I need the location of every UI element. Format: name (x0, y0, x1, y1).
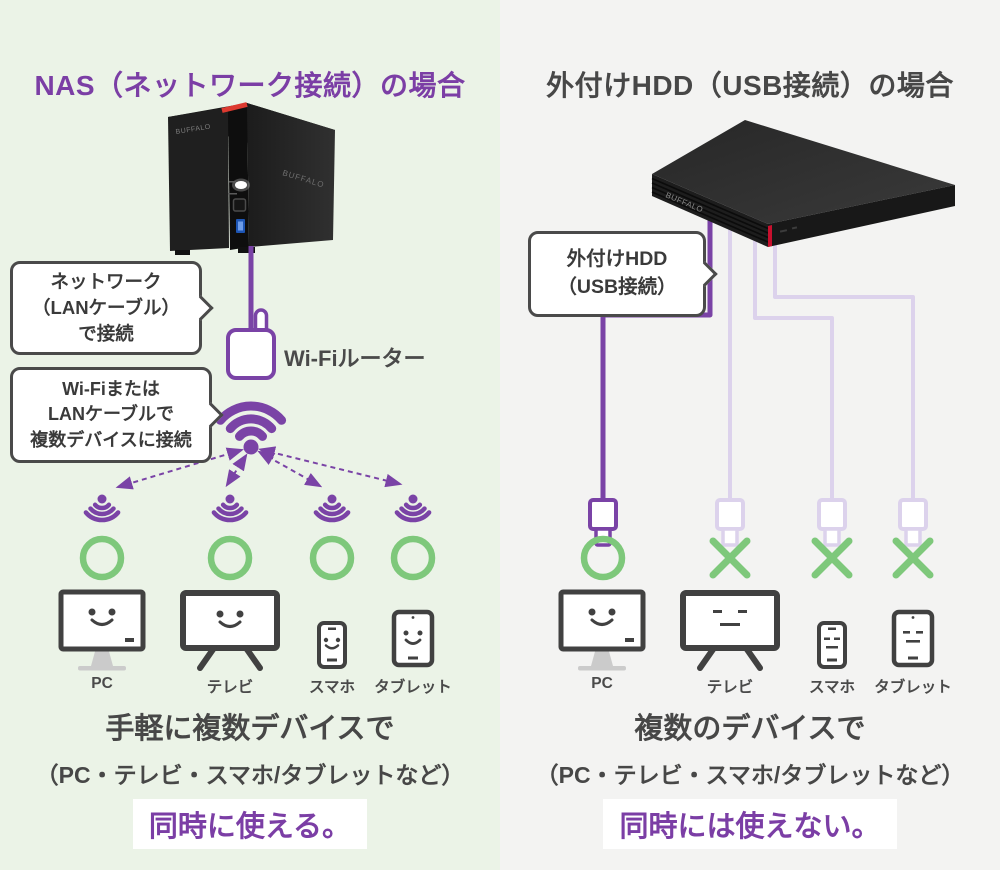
device-label-pc: PC (591, 675, 613, 692)
nas-red-accent (221, 102, 248, 113)
device-label-phone: スマホ (808, 679, 856, 696)
device-wifi-icons (83, 494, 432, 523)
hdd-summary-highlight: 同時には使えない。 (500, 799, 1000, 849)
usb-cable-tablet (773, 215, 915, 502)
nas-diagram-graphics: BUFFALO BUFFALO (58, 102, 436, 671)
hdd-summary-line1: 複数のデバイスで (634, 713, 866, 745)
wifi-signal-icon (215, 401, 287, 441)
device-tv-icon (180, 590, 280, 671)
network-callout-line: ネットワーク (50, 270, 162, 292)
usb-connector-phone (817, 498, 847, 547)
usb-connector-tv (715, 498, 745, 547)
nas-device-illustration: BUFFALO BUFFALO (168, 102, 335, 255)
usb-cable-phone (753, 215, 834, 502)
nas-usb-port (236, 219, 245, 233)
nas-power-led (232, 178, 250, 192)
status-ng-marks (709, 537, 934, 579)
hdd-panel: BUFFALO (500, 0, 1000, 870)
wifi-router-label: Wi-Fiルーター (284, 346, 426, 371)
nas-function-button (232, 198, 247, 212)
hdd-callout-line: （USB接続） (557, 276, 677, 298)
network-callout: ネットワーク （LANケーブル） で接続 (10, 261, 202, 355)
nas-title: NAS（ネットワーク接続）の場合 (34, 70, 466, 102)
nas-summary: 手軽に複数デバイスで （PC・テレビ・スマホ/タブレットなど） 同時に使える。 (0, 705, 500, 849)
device-label-tv: テレビ (706, 679, 754, 696)
device-label-tablet: タブレット (374, 679, 452, 696)
hdd-device-illustration: BUFFALO (651, 120, 955, 247)
hdd-red-accent (768, 225, 772, 247)
wifi-callout-line: LANケーブルで (48, 404, 174, 425)
hdd-summary-line2: （PC・テレビ・スマホ/タブレットなど） (535, 762, 965, 788)
nas-summary-line2: （PC・テレビ・スマホ/タブレットなど） (35, 762, 465, 788)
device-pc-icon (58, 589, 146, 671)
wifi-callout: Wi-Fiまたは LANケーブルで 複数デバイスに接続 (10, 367, 212, 463)
device-label-tv: テレビ (206, 679, 254, 696)
nas-panel: BUFFALO BUFFALO (0, 0, 500, 870)
device-pc-icon (558, 589, 646, 671)
device-phone-icon (317, 621, 347, 669)
hdd-summary: 複数のデバイスで （PC・テレビ・スマホ/タブレットなど） 同時には使えない。 (500, 705, 1000, 849)
device-tablet-icon (391, 609, 435, 668)
nas-summary-highlight: 同時に使える。 (0, 799, 500, 849)
wifi-router-icon (226, 308, 276, 380)
usb-connector-tablet (898, 498, 928, 547)
wifi-callout-line: Wi-Fiまたは (62, 378, 160, 399)
status-ok-circle (580, 535, 626, 581)
wifi-signal-dot (243, 439, 259, 455)
network-callout-line: （LANケーブル） (32, 296, 180, 318)
wifi-callout-line: 複数デバイスに接続 (30, 429, 192, 450)
device-label-phone: スマホ (308, 679, 356, 696)
hdd-callout: 外付けHDD （USB接続） (528, 231, 706, 317)
hdd-title: 外付けHDD（USB接続）の場合 (546, 70, 954, 102)
nas-summary-line1: 手軽に複数デバイスで (105, 713, 395, 745)
hdd-diagram-graphics: BUFFALO (558, 120, 955, 671)
hdd-callout-line: 外付けHDD (566, 248, 668, 271)
network-callout-line: で接続 (78, 323, 134, 345)
wireless-connection-arrows (115, 446, 403, 490)
status-ok-circles (79, 535, 436, 581)
device-label-tablet: タブレット (874, 679, 952, 696)
device-tv-icon (680, 590, 780, 671)
device-phone-icon (817, 621, 847, 669)
device-label-pc: PC (91, 675, 113, 692)
device-tablet-icon (891, 609, 935, 668)
